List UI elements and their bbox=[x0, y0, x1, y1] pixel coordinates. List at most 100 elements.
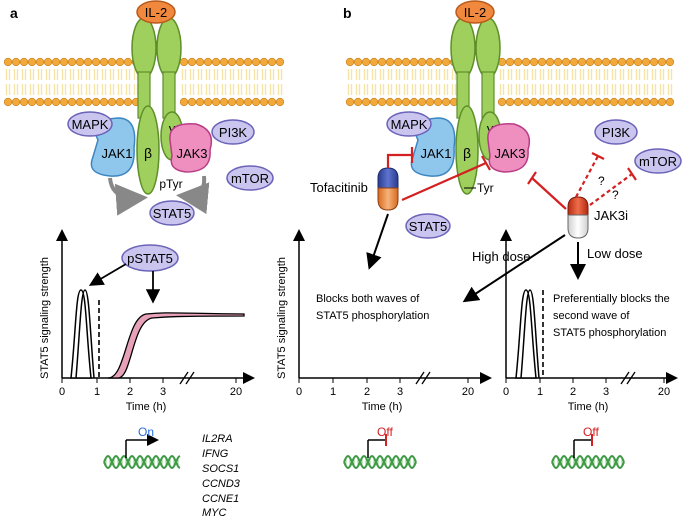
pstat5-arrow-wave1 bbox=[88, 263, 127, 286]
gamma-label-a: γ bbox=[169, 121, 176, 136]
pi3k-label-b: PI3K bbox=[602, 125, 631, 140]
question-mark-pi3k: ? bbox=[598, 174, 605, 188]
stat5-label-a: STAT5 bbox=[153, 206, 192, 221]
dna-helix-b-left bbox=[343, 454, 417, 470]
phospho-arrow-right-a bbox=[176, 175, 210, 215]
ptyr-label: pTyr bbox=[159, 177, 182, 191]
gene-socs1: SOCS1 bbox=[202, 463, 239, 475]
tofacitinib-capsule bbox=[377, 167, 399, 211]
chart-b-left-x-label: Time (h) bbox=[362, 401, 403, 413]
mtor-oval-b bbox=[634, 148, 682, 174]
phospho-arrow-left-a bbox=[108, 177, 148, 216]
chart-b-left-tick-3: 3 bbox=[397, 386, 403, 398]
promoter-b-left: Off bbox=[343, 425, 417, 470]
promoter-state-off-left: Off bbox=[377, 425, 393, 439]
chart-b-right-wave1-front bbox=[515, 289, 537, 379]
stat5-label-b: STAT5 bbox=[409, 219, 448, 234]
chart-a-tick-label-3: 3 bbox=[160, 386, 166, 398]
pi3k-oval-a bbox=[211, 119, 255, 145]
cell-membrane-b bbox=[345, 57, 675, 107]
gene-il2ra: IL2RA bbox=[202, 433, 233, 445]
panel-a-label: a bbox=[10, 5, 18, 21]
dna-helix-a bbox=[103, 454, 181, 470]
stat5-oval-b bbox=[405, 213, 451, 239]
chart-a-ticks: 0 1 2 3 20 bbox=[59, 378, 242, 398]
il2-cytokine-b bbox=[455, 0, 495, 24]
chart-a: STAT5 signaling strength Time (h) 0 1 2 … bbox=[39, 229, 255, 413]
gene-myc: MYC bbox=[202, 507, 227, 516]
il2-label-a: IL-2 bbox=[145, 5, 167, 20]
high-dose-arrow bbox=[462, 234, 566, 303]
receptor-chain-right-a bbox=[156, 17, 182, 79]
promoter-b-right: Off bbox=[551, 425, 625, 470]
jak3i-label: JAK3i bbox=[594, 208, 628, 223]
jak3i-capsule bbox=[567, 196, 589, 239]
gamma-label-b: γ bbox=[487, 121, 494, 136]
low-dose-label: Low dose bbox=[587, 246, 643, 261]
promoter-state-off-right: Off bbox=[583, 425, 599, 439]
chart-b-right-x-label: Time (h) bbox=[568, 401, 609, 413]
chart-a-wave1-back bbox=[75, 289, 95, 379]
chart-b-right-wave1-back bbox=[520, 289, 540, 379]
chart-b-left-annotation-1: Blocks both waves of bbox=[316, 293, 420, 305]
mapk-label-b: MAPK bbox=[391, 117, 428, 132]
promoter-a: On bbox=[103, 425, 181, 470]
inhibition-lines bbox=[386, 147, 637, 210]
gene-ccne1: CCNE1 bbox=[202, 493, 239, 505]
beta-chain-a bbox=[136, 105, 160, 195]
receptor-chain-left-b bbox=[450, 17, 476, 79]
mapk-label-a: MAPK bbox=[72, 117, 109, 132]
chart-a-y-label: STAT5 signaling strength bbox=[39, 257, 51, 379]
gene-list: IL2RA IFNG SOCS1 CCND3 CCNE1 MYC bbox=[202, 433, 241, 516]
chart-b-left-y-label: STAT5 signaling strength bbox=[276, 257, 288, 379]
jak3-kinase-a bbox=[169, 123, 213, 173]
chart-b-left-tick-20: 20 bbox=[462, 386, 474, 398]
chart-b-right-annotation-3: STAT5 phosphorylation bbox=[553, 327, 666, 339]
il2-cytokine-a bbox=[136, 0, 176, 24]
chart-a-tick-label-20: 20 bbox=[230, 386, 242, 398]
jak3i-may-inhibit-pi3k bbox=[575, 155, 599, 198]
chart-a-wave1-front bbox=[70, 289, 92, 379]
tofa-effect-arrow bbox=[366, 213, 389, 270]
receptor-complex-b: IL-2 β γ c bbox=[450, 0, 502, 195]
jak3-label-b: JAK3 bbox=[494, 146, 525, 161]
chart-b-right-tick-0: 0 bbox=[503, 386, 509, 398]
receptor-chain-left-a bbox=[131, 17, 157, 79]
chart-b-left-annotation-2: STAT5 phosphorylation bbox=[316, 310, 429, 322]
pi3k-oval-b bbox=[594, 119, 638, 145]
pi3k-label-a: PI3K bbox=[219, 125, 248, 140]
receptor-complex-a: IL-2 β γ c bbox=[131, 0, 184, 195]
chart-b-right-tick-20: 20 bbox=[658, 386, 670, 398]
tyr-label: Tyr bbox=[477, 181, 494, 195]
jak3-label-a: JAK3 bbox=[176, 146, 207, 161]
jak1-label-a: JAK1 bbox=[101, 146, 132, 161]
chart-b-right-tick-1: 1 bbox=[537, 386, 543, 398]
panel-b-label: b bbox=[343, 5, 352, 21]
receptor-chain-right-b bbox=[475, 17, 501, 79]
chart-b-right-tick-2: 2 bbox=[570, 386, 576, 398]
question-mark-mtor: ? bbox=[612, 188, 619, 202]
chart-a-wave2 bbox=[107, 312, 245, 379]
cell-membrane-a bbox=[3, 57, 285, 107]
jak3-kinase-b bbox=[487, 123, 531, 173]
chart-b-right-annotation-2: second wave of bbox=[553, 310, 630, 322]
chart-a-axis-break bbox=[179, 371, 195, 385]
pstat5-label: pSTAT5 bbox=[127, 251, 173, 266]
mtor-label-b: mTOR bbox=[639, 154, 677, 169]
chart-a-tick-label-0: 0 bbox=[59, 386, 65, 398]
beta-label-b: β bbox=[463, 145, 471, 161]
chart-b-left-tick-0: 0 bbox=[296, 386, 302, 398]
jak3i-may-inhibit-mtor bbox=[589, 173, 633, 206]
transmembrane-right-a bbox=[162, 71, 176, 119]
tofa-inhibits-jak1 bbox=[386, 153, 412, 168]
beta-chain-b bbox=[455, 105, 479, 195]
beta-label-a: β bbox=[144, 145, 152, 161]
chart-a-x-label: Time (h) bbox=[126, 401, 167, 413]
promoter-state-on: On bbox=[138, 425, 154, 439]
chart-b-left-tick-1: 1 bbox=[330, 386, 336, 398]
jak3i-inhibits-jak3 bbox=[531, 177, 567, 210]
chart-b-right: Time (h) 0 1 2 3 20 Preferentially block… bbox=[500, 229, 678, 413]
dna-helix-b-right bbox=[551, 454, 625, 470]
chart-a-tick-label-1: 1 bbox=[94, 386, 100, 398]
